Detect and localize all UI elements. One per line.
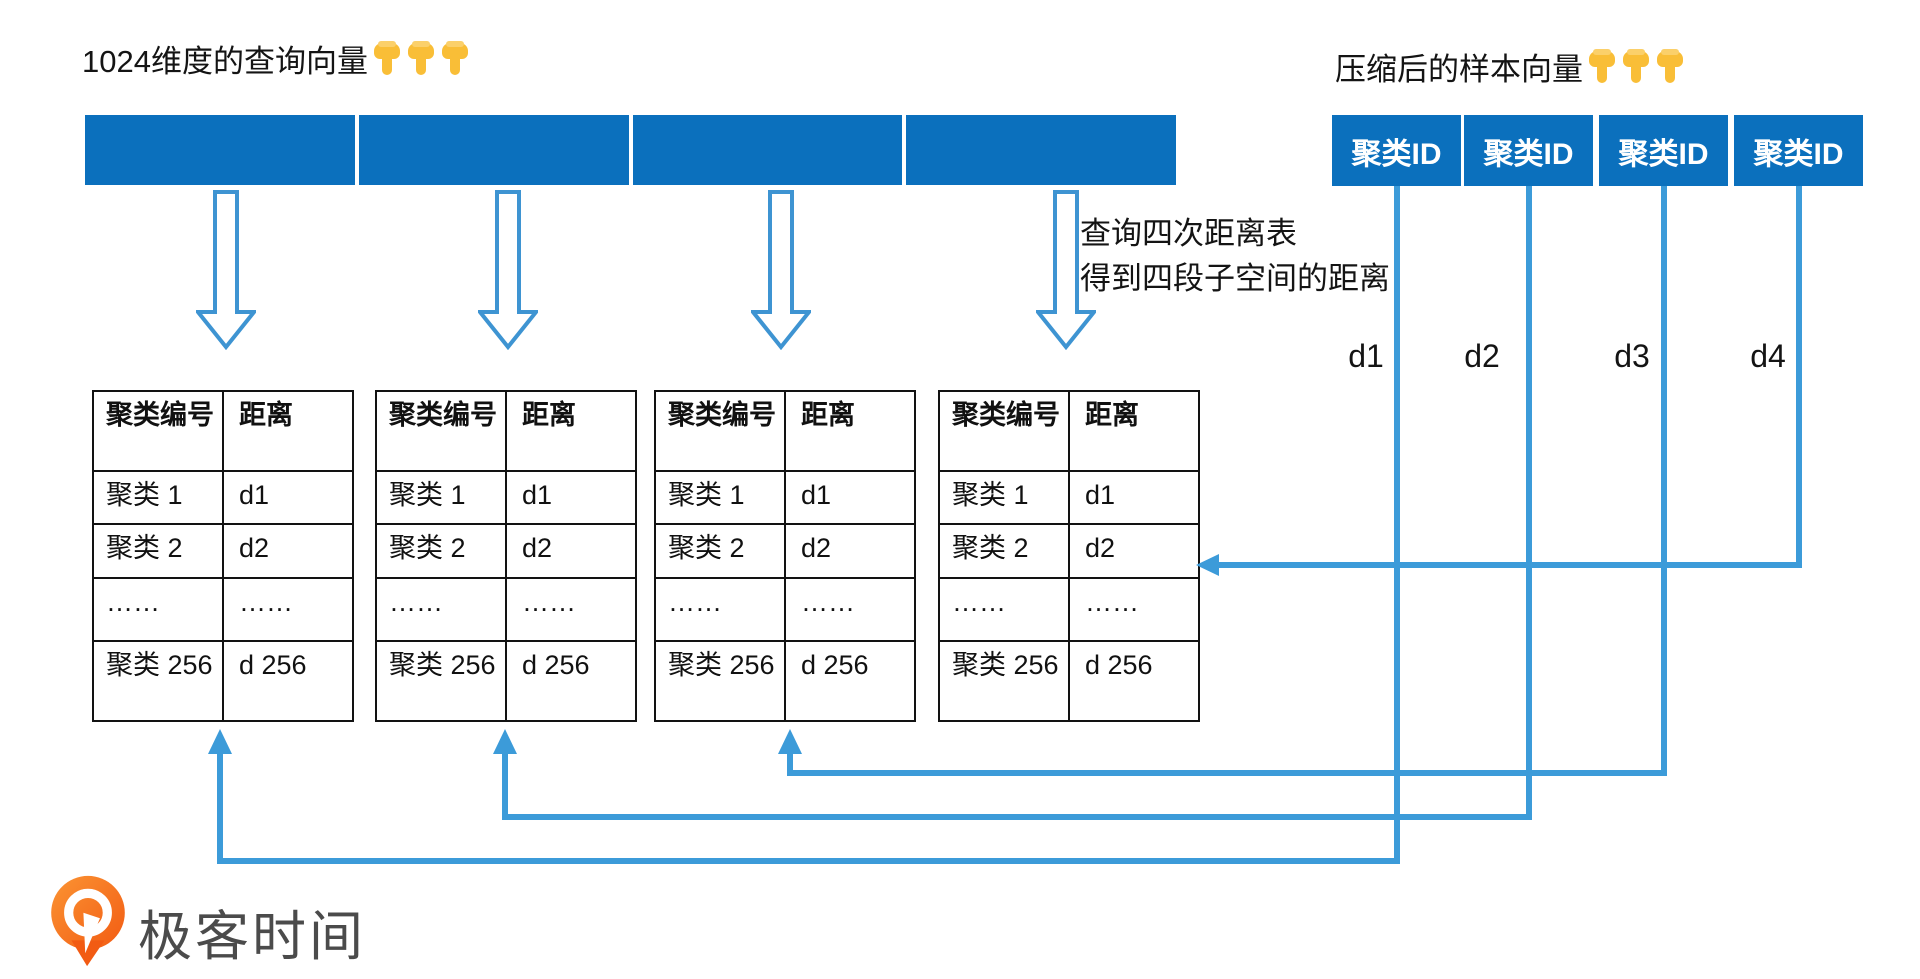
- connector-line-2-leg: [502, 752, 508, 818]
- table-header-cell: 聚类编号: [389, 400, 497, 430]
- geektime-logo-text: 极客时间: [138, 907, 366, 967]
- table-cell: d 256: [784, 640, 914, 720]
- down-arrow-icon: [1036, 190, 1096, 350]
- table-cell: ……: [784, 577, 914, 640]
- table-cell: d2: [784, 523, 914, 577]
- sample-vector-title-text: 压缩后的样本向量: [1335, 52, 1583, 87]
- annotation-line-2: 得到四段子空间的距离: [1080, 261, 1390, 296]
- query-vector-title-text: 1024维度的查询向量: [82, 44, 368, 79]
- connector-line-1-vertical: [1394, 186, 1400, 864]
- query-vector-bar: [85, 115, 1176, 185]
- table-cell: ……: [222, 577, 352, 640]
- table-cell: d1: [222, 470, 352, 523]
- table-cell: 聚类 2: [940, 523, 1068, 577]
- connector-line-2-horizontal: [502, 814, 1532, 820]
- down-arrow-icon: [478, 190, 538, 350]
- distance-label-d2: d2: [1464, 338, 1500, 374]
- cluster-id-cell-1: 聚类ID: [1332, 115, 1461, 186]
- table-cell: d1: [505, 470, 635, 523]
- table-cell: 聚类 1: [940, 470, 1068, 523]
- cluster-id-cell-3: 聚类ID: [1599, 115, 1728, 186]
- arrowhead-up-icon: [493, 729, 517, 754]
- annotation-line-1: 查询四次距离表: [1080, 216, 1297, 251]
- query-vector-title: 1024维度的查询向量: [82, 36, 470, 81]
- table-cell: d 256: [1068, 640, 1198, 720]
- sample-vector-title: 压缩后的样本向量: [1335, 44, 1685, 89]
- table-header-cell: 聚类编号: [106, 400, 214, 430]
- query-vector-segment-3: [632, 115, 903, 185]
- distance-label-d1: d1: [1348, 338, 1384, 374]
- connector-line-3-leg: [787, 752, 793, 774]
- table-header-cell: 距离: [1068, 392, 1198, 470]
- table-cell: 聚类 256: [656, 640, 784, 720]
- connector-line-2-vertical: [1526, 186, 1532, 820]
- table-cell: 聚类 2: [377, 523, 505, 577]
- query-vector-segment-2: [358, 115, 629, 185]
- arrowhead-left-icon: [1196, 554, 1219, 576]
- table-cell: 聚类 2: [656, 523, 784, 577]
- down-arrow-icon: [196, 190, 256, 350]
- annotation-text: 查询四次距离表 得到四段子空间的距离: [1080, 211, 1390, 301]
- table-cell: d1: [1068, 470, 1198, 523]
- table-cell: ……: [656, 577, 784, 640]
- cluster-id-cell-2: 聚类ID: [1464, 115, 1593, 186]
- cluster-id-label: 聚类ID: [1483, 137, 1574, 171]
- table-cell: ……: [1068, 577, 1198, 640]
- cluster-id-cell-4: 聚类ID: [1734, 115, 1863, 186]
- connector-line-4-horizontal: [1216, 562, 1802, 568]
- arrowhead-up-icon: [778, 729, 802, 754]
- connector-line-1-horizontal: [217, 858, 1400, 864]
- distance-label-d4: d4: [1750, 338, 1786, 374]
- table-cell: 聚类 256: [940, 640, 1068, 720]
- connector-line-3-vertical: [1661, 186, 1667, 776]
- connector-line-3-horizontal: [787, 770, 1667, 776]
- geektime-logo-icon: [51, 875, 125, 967]
- cluster-id-label: 聚类ID: [1351, 137, 1442, 171]
- table-cell: 聚类 1: [377, 470, 505, 523]
- table-cell: d 256: [505, 640, 635, 720]
- pointing-down-emoji: [1621, 48, 1651, 86]
- table-cell: ……: [377, 577, 505, 640]
- table-header-cell: 聚类编号: [952, 400, 1060, 430]
- table-cell: d2: [1068, 523, 1198, 577]
- table-header-cell: 距离: [784, 392, 914, 470]
- pointing-down-emoji: [1655, 48, 1685, 86]
- table-cell: 聚类 256: [94, 640, 222, 720]
- table-cell: 聚类 1: [656, 470, 784, 523]
- pointing-down-emoji: [440, 40, 470, 78]
- table-header-cell: 聚类编号: [668, 400, 776, 430]
- pointing-down-emoji: [406, 40, 436, 78]
- down-arrow-icon: [751, 190, 811, 350]
- query-vector-segment-1: [85, 115, 355, 185]
- table-cell: d2: [222, 523, 352, 577]
- distance-label-d3: d3: [1614, 338, 1650, 374]
- cluster-id-label: 聚类ID: [1753, 137, 1844, 171]
- table-cell: ……: [940, 577, 1068, 640]
- connector-line-1-leg: [217, 752, 223, 862]
- table-cell: ……: [94, 577, 222, 640]
- table-cell: ……: [505, 577, 635, 640]
- table-cell: d2: [505, 523, 635, 577]
- table-cell: d1: [784, 470, 914, 523]
- table-cell: 聚类 1: [94, 470, 222, 523]
- table-cell: d 256: [222, 640, 352, 720]
- table-header-cell: 距离: [505, 392, 635, 470]
- connector-line-4-vertical: [1796, 186, 1802, 568]
- pointing-down-emoji: [1587, 48, 1617, 86]
- pointing-down-emoji: [372, 40, 402, 78]
- table-cell: 聚类 256: [377, 640, 505, 720]
- table-cell: 聚类 2: [94, 523, 222, 577]
- cluster-id-label: 聚类ID: [1618, 137, 1709, 171]
- query-vector-segment-4: [906, 115, 1176, 185]
- arrowhead-up-icon: [208, 729, 232, 754]
- table-header-cell: 距离: [222, 392, 352, 470]
